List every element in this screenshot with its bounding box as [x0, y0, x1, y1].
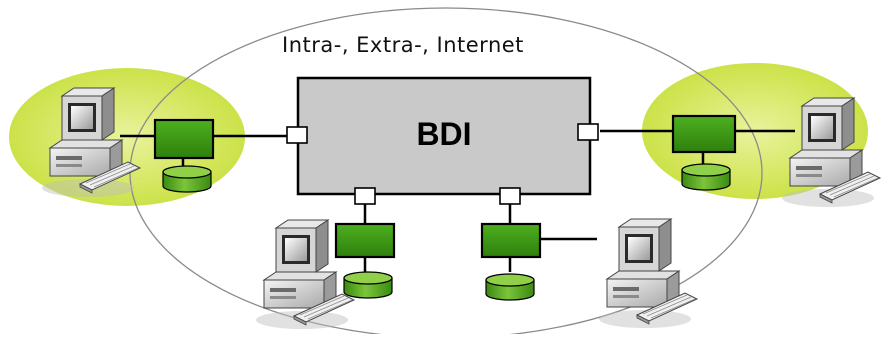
connector-port-icon: [577, 123, 599, 141]
database-cylinder-icon: [343, 271, 393, 299]
component-right: [671, 114, 737, 154]
network-label: Intra-, Extra-, Internet: [282, 33, 524, 57]
component-bottom-right: [480, 222, 542, 259]
component-bottom-left: [334, 222, 396, 259]
database-cylinder-icon: [485, 273, 535, 301]
component-left: [153, 118, 215, 160]
database-cylinder-icon: [681, 163, 731, 191]
core-box: [296, 76, 592, 196]
core-label-container: BDI: [298, 116, 590, 153]
core-label: BDI: [416, 116, 472, 152]
connector-port-icon: [354, 187, 376, 205]
desktop-computer-icon: [598, 218, 698, 329]
database-cylinder-icon: [162, 165, 212, 193]
connector-port-icon: [499, 187, 521, 205]
connector-port-icon: [286, 126, 308, 144]
